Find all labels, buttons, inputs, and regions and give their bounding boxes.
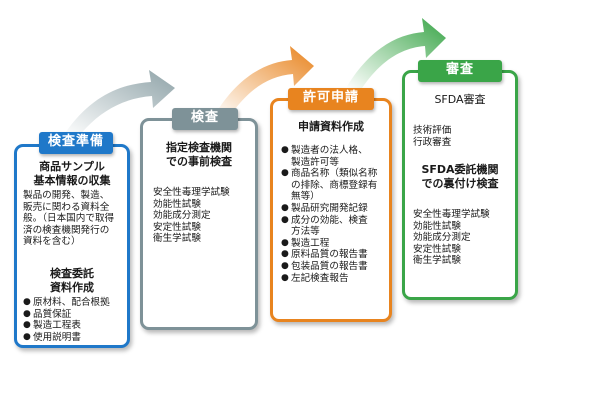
list-item: 安全性毒理学試験 — [413, 209, 490, 220]
list-item-line: 製造工程 — [291, 237, 330, 249]
step1-desc-line: 販売に関わる資料全 — [23, 201, 110, 213]
list-item: 原料品質の報告書 — [281, 249, 387, 261]
step1-heading1: 商品サンプル 基本情報の収集 — [19, 160, 125, 188]
list-item-line: 左記検査報告 — [291, 272, 349, 284]
step1-desc-line: 般。（日本国内で取得 — [23, 213, 115, 225]
arrow-2-to-3-icon — [214, 46, 314, 116]
list-item: 行政審査 — [413, 136, 452, 148]
step3-tab: 許可申請 — [288, 88, 374, 110]
list-item-line: 商品名称（類似名称 — [291, 168, 378, 180]
step1-heading2-line2: 資料作成 — [50, 281, 94, 294]
arrow-1-to-2-icon — [63, 70, 175, 136]
step2-tab: 検査 — [172, 108, 238, 130]
step2-heading: 指定検査機関 での事前検査 — [145, 141, 253, 169]
list-item: 安定性試験 — [153, 221, 201, 233]
list-item-line: 製造者の法人格、 — [291, 145, 368, 156]
list-item: 左記検査報告 — [281, 273, 387, 285]
step1-heading1-line1: 商品サンプル — [39, 160, 105, 173]
list-item: 製造工程表 — [23, 320, 125, 332]
list-item: 使用説明書 — [23, 332, 125, 344]
list-item: 技術評価 — [413, 125, 452, 136]
list-item: 安全性毒理学試験 — [153, 187, 230, 198]
step3-card: 申請資料作成 製造者の法人格、製造許可等 商品名称（類似名称の排除、商標登録有無… — [270, 98, 392, 322]
list-item: 安定性試験 — [413, 243, 461, 255]
step4-heading2: SFDA委託機関 での裏付け検査 — [407, 163, 513, 191]
list-item-line: 製品研究開発記録 — [291, 202, 368, 214]
list-item: 衛生学試験 — [413, 255, 461, 267]
step4-heading1: SFDA審査 — [434, 93, 486, 106]
list-item: 品質保証 — [23, 309, 125, 321]
list-item-line: 無等） — [291, 191, 320, 203]
list-item: 効能成分測定 — [413, 232, 471, 244]
list-item: 原材料、配合根拠 — [23, 297, 125, 309]
list-item-line: 包装品質の報告書 — [291, 260, 368, 272]
step1-tab: 検査準備 — [39, 132, 113, 154]
list-item: 効能性試験 — [413, 220, 461, 232]
step4-item-list: 安全性毒理学試験 効能性試験 効能成分測定 安定性試験 衛生学試験 — [413, 209, 513, 267]
list-item: 効能性試験 — [153, 198, 201, 210]
list-item-line: 製造許可等 — [291, 156, 339, 168]
step2-heading-line1: 指定検査機関 — [166, 141, 232, 154]
list-item: 製造者の法人格、製造許可等 — [281, 145, 387, 168]
list-item-line: 成分の効能、検査 — [291, 214, 368, 226]
step1-desc-line: 製品の開発、製造、 — [23, 190, 110, 201]
step2-item-list: 安全性毒理学試験 効能性試験 効能成分測定 安定性試験 衛生学試験 — [153, 187, 253, 245]
list-item: 製造工程 — [281, 238, 387, 250]
list-item: 衛生学試験 — [153, 233, 201, 245]
list-item-line: 原料品質の報告書 — [291, 249, 368, 261]
list-item-line: 方法等 — [291, 226, 320, 238]
step4-card: SFDA審査 技術評価 行政審査 SFDA委託機関 での裏付け検査 安全性毒理学… — [402, 70, 518, 300]
step1-description: 製品の開発、製造、 販売に関わる資料全 般。（日本国内で取得 済の検査機関発行の… — [23, 190, 124, 248]
step1-item-list: 原材料、配合根拠 品質保証 製造工程表 使用説明書 — [23, 297, 125, 343]
step4-tab: 審査 — [418, 60, 502, 82]
step1-heading2: 検査委託 資料作成 — [19, 267, 125, 295]
step1-desc-line: 済の検査機関発行の — [23, 224, 110, 236]
step4-heading2-line2: での裏付け検査 — [421, 177, 499, 190]
step1-card: 商品サンプル 基本情報の収集 製品の開発、製造、 販売に関わる資料全 般。（日本… — [14, 144, 130, 348]
step4-review-list: 技術評価 行政審査 — [413, 125, 513, 148]
step3-heading: 申請資料作成 — [298, 120, 364, 133]
list-item: 包装品質の報告書 — [281, 261, 387, 273]
step1-heading1-line2: 基本情報の収集 — [33, 174, 111, 187]
step4-heading2-line1: SFDA委託機関 — [421, 163, 499, 176]
step1-desc-line: 資料を含む） — [23, 236, 81, 248]
step1-heading2-line1: 検査委託 — [50, 267, 94, 280]
list-item-line: の排除、商標登録有 — [291, 179, 378, 191]
list-item: 効能成分測定 — [153, 210, 211, 222]
arrow-3-to-4-icon — [346, 18, 446, 88]
step2-heading-line2: での事前検査 — [166, 155, 232, 168]
list-item: 製品研究開発記録 — [281, 203, 387, 215]
step2-card: 指定検査機関 での事前検査 安全性毒理学試験 効能性試験 効能成分測定 安定性試… — [140, 118, 258, 330]
